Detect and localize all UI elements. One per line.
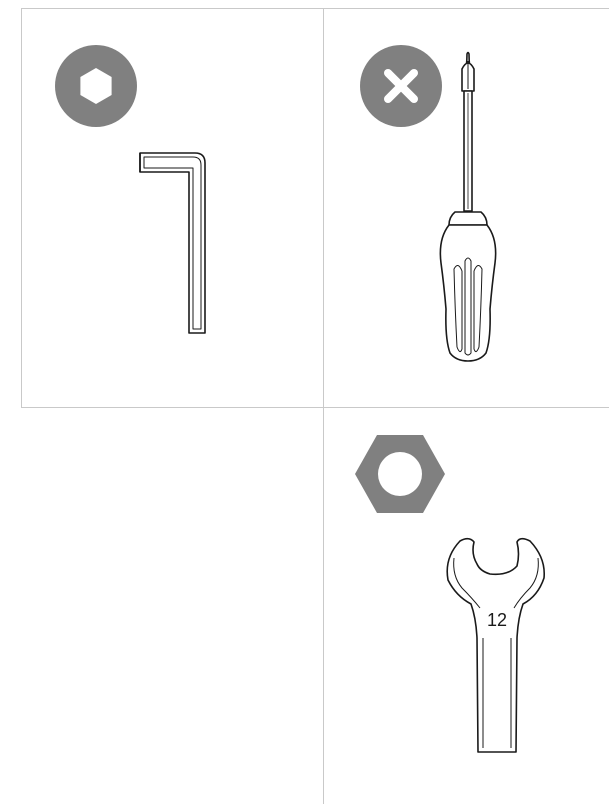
phillips-screwdriver-icon bbox=[440, 53, 495, 362]
allen-key-icon bbox=[140, 153, 205, 333]
phillips-cross-icon bbox=[360, 45, 442, 127]
tool-cell-empty bbox=[22, 408, 323, 804]
hex-nut-icon bbox=[355, 435, 445, 513]
open-end-wrench-icon: 12 bbox=[447, 539, 544, 752]
hex-socket-icon bbox=[55, 45, 137, 127]
tool-cell-wrench: 12 bbox=[324, 408, 609, 804]
screwdriver-illustration bbox=[324, 9, 609, 407]
allen-key-illustration bbox=[22, 9, 323, 407]
tool-cell-allen-key bbox=[22, 9, 323, 407]
wrench-illustration: 12 bbox=[324, 408, 609, 804]
tool-cell-screwdriver bbox=[324, 9, 609, 407]
wrench-size-label: 12 bbox=[487, 610, 507, 630]
